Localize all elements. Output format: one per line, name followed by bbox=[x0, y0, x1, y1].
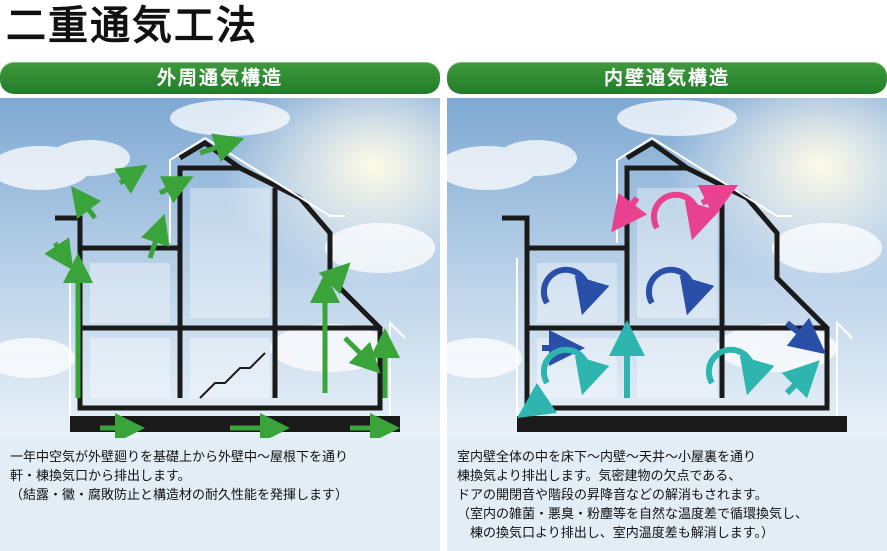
inner-wall-ventilation-description: 室内壁全体の中を床下～内壁～天井～小屋裏を通り 棟換気より排出します。気密建物の… bbox=[447, 438, 887, 551]
foundation bbox=[70, 416, 400, 432]
house-cross-section-inner bbox=[447, 98, 887, 438]
airflow-arrows bbox=[44, 133, 400, 438]
outer-ventilation-diagram bbox=[0, 98, 440, 438]
airflow-arrows bbox=[517, 184, 827, 418]
inner-wall-ventilation-diagram bbox=[447, 98, 887, 438]
page-title: 二重通気工法 bbox=[6, 3, 258, 49]
description-line: 一年中空気が外壁廻りを基礎上から外壁中～屋根下を通り bbox=[10, 450, 349, 465]
description-line: 棟の換気口より排出し、室内温度差も解消します。） bbox=[457, 526, 774, 541]
staircase bbox=[199, 352, 266, 399]
panel-header-inner: 内壁通気構造 bbox=[447, 62, 887, 94]
outer-ventilation-description: 一年中空気が外壁廻りを基礎上から外壁中～屋根下を通り 軒・棟換気口から排出します… bbox=[0, 438, 440, 551]
panel-header-outer: 外周通気構造 bbox=[0, 62, 440, 94]
house-cross-section-outer bbox=[0, 98, 440, 438]
description-line: 軒・棟換気口から排出します。 bbox=[10, 469, 191, 484]
foundation bbox=[517, 416, 847, 432]
description-line: 室内壁全体の中を床下～内壁～天井～小屋裏を通り bbox=[457, 450, 757, 465]
inner-wall-ventilation-panel: 内壁通気構造 bbox=[447, 62, 887, 551]
outer-ventilation-panel: 外周通気構造 bbox=[0, 62, 440, 551]
description-line: （室内の雑菌・悪臭・粉塵等を自然な温度差で循環換気し、 bbox=[457, 507, 809, 522]
description-line: 棟換気より排出します。気密建物の欠点である、 bbox=[457, 469, 742, 484]
description-line: （結露・黴・腐敗防止と構造材の耐久性能を発揮します） bbox=[10, 488, 349, 503]
description-line: ドアの開閉音や階段の昇降音などの解消もされます。 bbox=[457, 488, 768, 503]
